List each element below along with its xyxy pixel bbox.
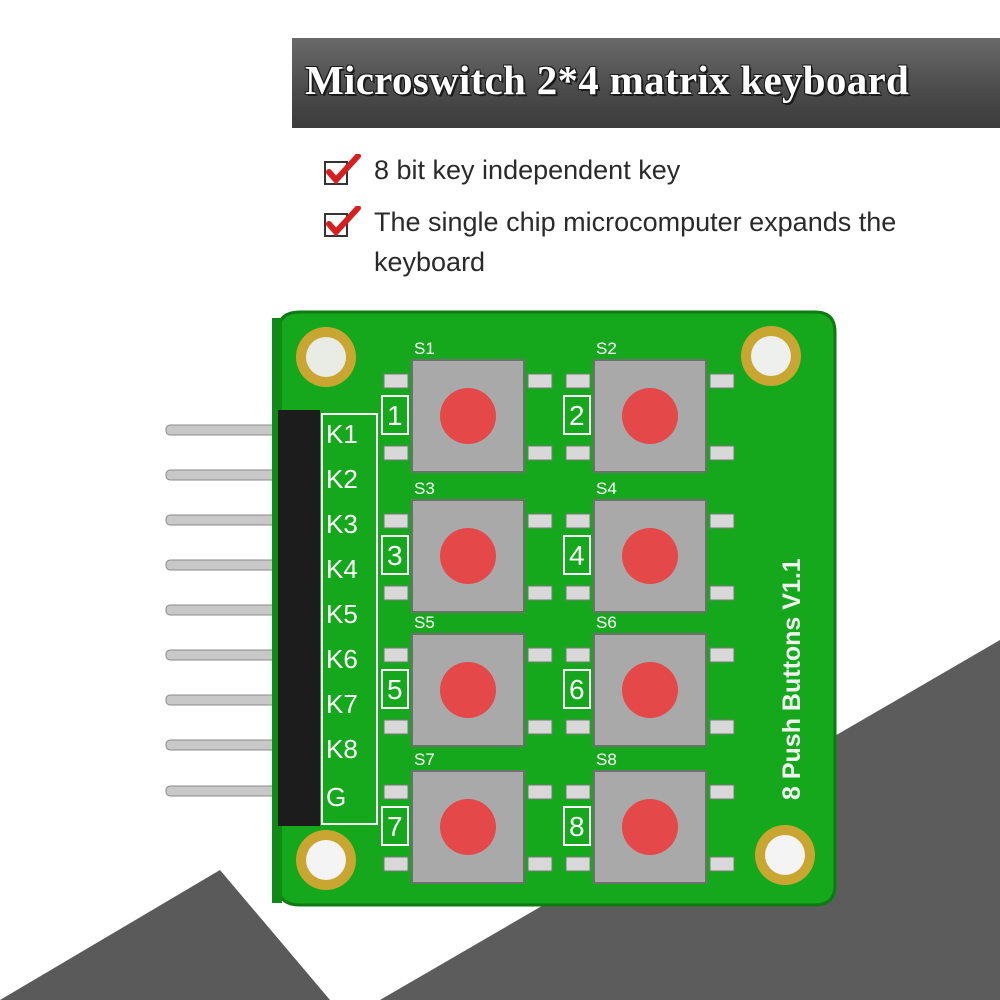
button-cap[interactable] xyxy=(440,528,496,584)
solder-pad xyxy=(527,856,553,872)
pin-label-box xyxy=(321,413,378,825)
solder-pad xyxy=(709,856,735,872)
solder-pad xyxy=(383,719,409,735)
pin-label: K8 xyxy=(326,734,358,764)
button-cap[interactable] xyxy=(622,388,678,444)
solder-pad xyxy=(527,445,553,461)
push-button[interactable]: S7 7 xyxy=(381,750,553,884)
solder-pad xyxy=(565,856,591,872)
pin-label: K1 xyxy=(326,419,358,449)
switch-label: S6 xyxy=(596,613,617,632)
button-number-box xyxy=(563,395,591,435)
header-pins xyxy=(165,424,307,797)
solder-pad xyxy=(527,373,553,389)
title-banner xyxy=(292,38,1000,128)
silkscreen-title: 8 Push Buttons V1.1 xyxy=(778,558,806,800)
solder-pad xyxy=(383,856,409,872)
solder-pad xyxy=(383,373,409,389)
solder-pad xyxy=(383,647,409,663)
pin-labels: K1 K2 K3 K4 K5 K6 K7 K8 G xyxy=(326,419,358,812)
pin-label: K2 xyxy=(326,464,358,494)
switch-label: S1 xyxy=(414,339,435,358)
solder-pad xyxy=(383,585,409,601)
solder-pad xyxy=(709,513,735,529)
switch-label: S4 xyxy=(596,479,617,498)
push-button[interactable]: S6 6 xyxy=(563,613,735,747)
switch-label: S7 xyxy=(414,750,435,769)
solder-pad xyxy=(709,585,735,601)
solder-pad xyxy=(709,647,735,663)
solder-pad xyxy=(565,784,591,800)
push-button[interactable]: S1 1 xyxy=(381,339,553,473)
button-grid: S1 1 S2 2S3 3 S4 4S5 5 S6 6S7 7 S8 8 xyxy=(381,339,735,884)
solder-pad xyxy=(565,373,591,389)
button-number-box xyxy=(381,806,409,846)
button-number: 4 xyxy=(569,540,585,571)
push-button[interactable]: S8 8 xyxy=(563,750,735,884)
pin-label: K7 xyxy=(326,689,358,719)
pin-label: K4 xyxy=(326,554,358,584)
feature-text: 8 bit key independent key xyxy=(374,155,681,185)
push-button[interactable]: S5 5 xyxy=(381,613,553,747)
button-number-box xyxy=(563,806,591,846)
pin-label: G xyxy=(326,782,346,812)
solder-pad xyxy=(383,513,409,529)
push-button[interactable]: S3 3 xyxy=(381,479,553,613)
button-number: 8 xyxy=(569,811,585,842)
solder-pad xyxy=(709,784,735,800)
button-number: 5 xyxy=(387,674,403,705)
banner-title: Microswitch 2*4 matrix keyboard xyxy=(305,57,910,103)
feature-text: The single chip microcomputer expands th… xyxy=(374,207,897,277)
pcb-board xyxy=(276,310,837,907)
pin-label: K5 xyxy=(326,599,358,629)
pcb-edge xyxy=(272,318,282,903)
button-number-box xyxy=(381,535,409,575)
solder-pad xyxy=(383,445,409,461)
checkmark-icon xyxy=(324,154,361,185)
solder-pad xyxy=(565,647,591,663)
solder-pad xyxy=(565,445,591,461)
solder-pad xyxy=(527,784,553,800)
button-cap[interactable] xyxy=(440,662,496,718)
push-button[interactable]: S4 4 xyxy=(563,479,735,613)
solder-pad xyxy=(527,513,553,529)
button-number-box xyxy=(381,669,409,709)
background-shape-bottom xyxy=(0,870,330,1000)
checkmark-icon xyxy=(324,206,361,237)
solder-pad xyxy=(709,719,735,735)
solder-pad xyxy=(709,445,735,461)
button-number: 3 xyxy=(387,540,403,571)
solder-pad xyxy=(527,719,553,735)
button-cap[interactable] xyxy=(622,528,678,584)
switch-label: S2 xyxy=(596,339,617,358)
button-number: 2 xyxy=(569,400,585,431)
switch-label: S8 xyxy=(596,750,617,769)
solder-pad xyxy=(709,373,735,389)
button-number: 7 xyxy=(387,811,403,842)
button-number: 1 xyxy=(387,400,403,431)
mounting-holes xyxy=(296,326,815,890)
solder-pad xyxy=(565,513,591,529)
switch-label: S3 xyxy=(414,479,435,498)
solder-pad xyxy=(565,585,591,601)
pin-label: K6 xyxy=(326,644,358,674)
button-cap[interactable] xyxy=(622,799,678,855)
button-cap[interactable] xyxy=(622,662,678,718)
button-cap[interactable] xyxy=(440,799,496,855)
push-button[interactable]: S2 2 xyxy=(563,339,735,473)
button-number-box xyxy=(563,535,591,575)
solder-pad xyxy=(527,647,553,663)
solder-pad xyxy=(527,585,553,601)
pin-label: K3 xyxy=(326,509,358,539)
switch-label: S5 xyxy=(414,613,435,632)
button-number-box xyxy=(563,669,591,709)
solder-pad xyxy=(565,719,591,735)
pin-header-housing xyxy=(278,410,320,826)
solder-pad xyxy=(383,784,409,800)
button-cap[interactable] xyxy=(440,388,496,444)
button-number-box xyxy=(381,395,409,435)
button-number: 6 xyxy=(569,674,585,705)
